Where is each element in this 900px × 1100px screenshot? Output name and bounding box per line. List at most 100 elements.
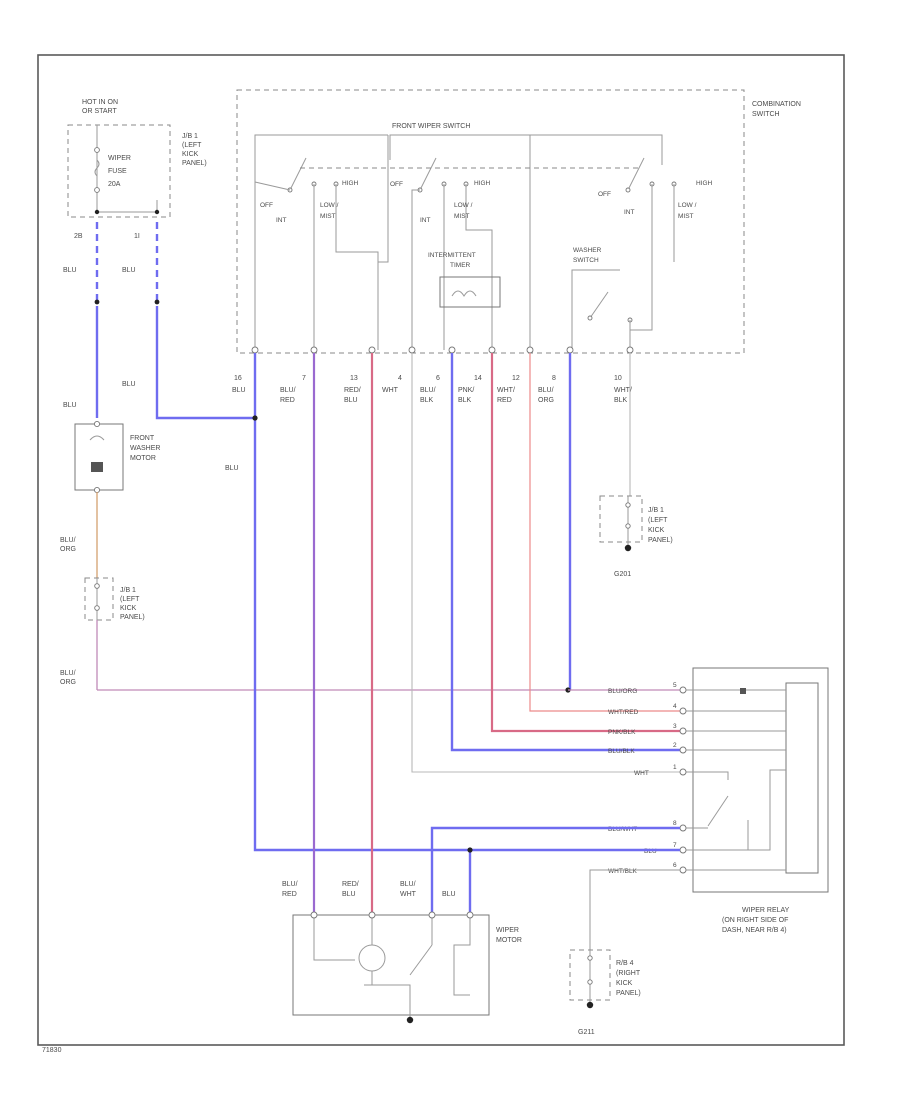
combination-switch-label: COMBINATION [752,101,801,108]
wire-label-blu-3: BLU [122,381,136,388]
sw1-mist: MIST [320,213,336,220]
wire-label-12a: WHT/ [497,387,515,394]
intermittent-label-2: TIMER [450,262,471,269]
jb1-lower-label: J/B 1 [120,587,136,594]
wire-label-blu-1: BLU [63,267,77,274]
motor-wire-blu: BLU [442,891,456,898]
front-washer-motor [74,420,124,494]
wire-label-blu-org-1b: ORG [60,546,76,553]
jb1-lower-left: (LEFT [120,596,140,603]
wiper-fuse-label-2: FUSE [108,168,127,175]
relay-row-pin-7: 7 [673,842,677,849]
relay-row-label-5: WHT [634,770,649,777]
front-washer-label-1: FRONT [130,435,155,442]
wiper-fuse-rating: 20A [108,181,121,188]
motor-wire-red-blu-b: BLU [342,891,356,898]
sw3-int: INT [624,209,635,216]
wiper-motor-label-2: MOTOR [496,937,522,944]
relay-row-pin-5: 1 [673,764,677,771]
sw3-mist: MIST [678,213,694,220]
front-wiper-switch-label: FRONT WIPER SWITCH [392,123,470,130]
motor-wire-blu-wht-b: WHT [400,891,417,898]
wiper-relay-label-3: DASH, NEAR R/B 4) [722,927,787,934]
footer-code: 71830 [42,1047,62,1054]
wire-label-blu-5: BLU [225,465,239,472]
switch-pin-14: 14 [474,375,482,382]
front-wiper-switch-internals [254,134,677,350]
wire-label-13b: BLU [344,397,358,404]
switch-pin-7: 7 [302,375,306,382]
relay-pins [679,686,687,874]
front-washer-label-2: WASHER [130,445,160,452]
jb1-ground-panel: PANEL) [648,537,673,544]
wiper-motor-pins [310,911,474,919]
ground-g211-label: G211 [578,1029,595,1036]
wire-blu-blk-6 [450,353,680,752]
sw2-low: LOW / [454,202,473,209]
wire-blu-16 [253,353,472,912]
relay-row-label-6: BLU/WHT [608,826,637,833]
wire-label-blu-4: BLU [63,402,77,409]
wire-label-16: BLU [232,387,246,394]
sw3-low: LOW / [678,202,697,209]
jb1-ground-block [599,495,643,552]
wire-label-6b: BLK [420,397,434,404]
sw1-off: OFF [260,202,273,209]
ground-g201-label: G201 [614,571,631,578]
wire-label-8a: BLU/ [538,387,554,394]
wire-label-14a: PNK/ [458,387,474,394]
rb4-kick-label: KICK [616,980,633,987]
sw2-int: INT [420,217,431,224]
pin-2b-label: 2B [74,233,83,240]
jb1-panel-label: PANEL) [182,160,207,167]
relay-row-label-4: BLU/BLK [608,748,635,755]
relay-row-label-1: BLU/ORG [608,688,637,695]
switch-pin-10: 10 [614,375,622,382]
wiper-motor [292,914,490,1024]
jb1-left-label: (LEFT [182,142,202,149]
wire-blu-wht-relay [430,826,680,912]
wire-label-blu-org-2b: ORG [60,679,76,686]
rb4-label: R/B 4 [616,960,634,967]
wire-label-7a: BLU/ [280,387,296,394]
wiper-motor-label-1: WIPER [496,927,519,934]
combination-switch [236,89,745,354]
motor-wire-blu-red-a: BLU/ [282,881,298,888]
wiper-relay-label-2: (ON RIGHT SIDE OF [722,917,788,924]
wiper-relay-label-1: WIPER RELAY [742,907,790,914]
wire-label-6a: BLU/ [420,387,436,394]
wire-wht-4 [411,353,680,773]
rb4-panel-label: PANEL) [616,990,641,997]
motor-wire-red-blu-a: RED/ [342,881,359,888]
intermittent-label-1: INTERMITTENT [428,252,476,259]
rb4-ground-block [569,949,611,1009]
switch-pin-6: 6 [436,375,440,382]
wire-wht-blk-relay-ground [589,869,680,950]
relay-row-label-7: BLU [644,848,657,855]
hot-in-on-label: HOT IN ON [82,99,118,106]
wire-label-10b: BLK [614,397,628,404]
relay-row-pin-6: 8 [673,820,677,827]
or-start-label: OR START [82,108,117,115]
wire-label-blu-org-2a: BLU/ [60,670,76,677]
relay-row-pin-8: 6 [673,862,677,869]
switch-pin-4: 4 [398,375,402,382]
wire-label-12b: RED [497,397,512,404]
washer-switch-label-2: SWITCH [573,257,599,264]
relay-row-label-2: WHT/RED [608,709,639,716]
diagram-frame [37,54,845,1046]
jb1-lower-kick: KICK [120,605,137,612]
motor-wire-blu-red-b: RED [282,891,297,898]
jb1-ground-kick: KICK [648,527,665,534]
sw1-low: LOW / [320,202,339,209]
wire-blu-to-switch [155,310,255,420]
jb1-kick-label: KICK [182,151,199,158]
wire-wht-red-12 [529,353,680,712]
wire-label-4: WHT [382,387,399,394]
switch-pin-13: 13 [350,375,358,382]
rb4-right-label: (RIGHT [616,970,641,977]
wire-label-8b: ORG [538,397,554,404]
sw3-off: OFF [598,191,611,198]
wire-label-13a: RED/ [344,387,361,394]
wire-label-blu-org-1a: BLU/ [60,537,76,544]
